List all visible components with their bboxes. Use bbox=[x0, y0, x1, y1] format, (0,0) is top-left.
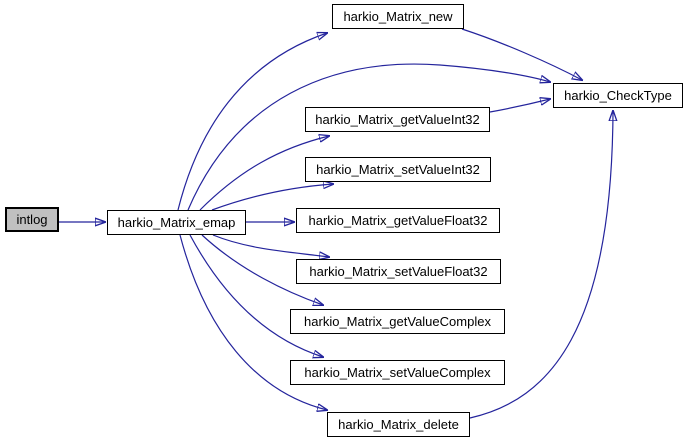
node-harkio-matrix-setvaluefloat32[interactable]: harkio_Matrix_setValueFloat32 bbox=[296, 259, 501, 284]
edge-emap-delete bbox=[179, 234, 327, 410]
node-harkio-checktype[interactable]: harkio_CheckType bbox=[553, 83, 683, 108]
edge-emap-setvalueint32 bbox=[211, 184, 333, 211]
node-harkio-matrix-delete[interactable]: harkio_Matrix_delete bbox=[327, 412, 470, 437]
node-harkio-matrix-getvaluefloat32[interactable]: harkio_Matrix_getValueFloat32 bbox=[296, 208, 500, 233]
node-harkio-matrix-getvaluecomplex[interactable]: harkio_Matrix_getValueComplex bbox=[290, 309, 505, 334]
edge-emap-checktype bbox=[187, 63, 550, 211]
edge-emap-setvaluecomplex bbox=[189, 234, 323, 357]
node-harkio-matrix-setvaluecomplex[interactable]: harkio_Matrix_setValueComplex bbox=[290, 360, 505, 385]
node-harkio-matrix-new[interactable]: harkio_Matrix_new bbox=[332, 4, 464, 29]
edge-emap-getvalueint32 bbox=[199, 136, 329, 211]
node-harkio-matrix-emap[interactable]: harkio_Matrix_emap bbox=[107, 210, 246, 235]
node-intlog: intlog bbox=[5, 207, 59, 232]
edge-emap-setvaluefloat32 bbox=[212, 234, 329, 257]
edge-new-checktype bbox=[461, 28, 582, 80]
node-harkio-matrix-setvalueint32[interactable]: harkio_Matrix_setValueInt32 bbox=[305, 157, 491, 182]
edge-delete-checktype bbox=[469, 111, 613, 419]
edge-emap-getvaluecomplex bbox=[201, 234, 323, 305]
edge-emap-new bbox=[177, 33, 327, 211]
edge-getvalueint32-checktype bbox=[489, 99, 550, 113]
node-harkio-matrix-getvalueint32[interactable]: harkio_Matrix_getValueInt32 bbox=[305, 107, 490, 132]
